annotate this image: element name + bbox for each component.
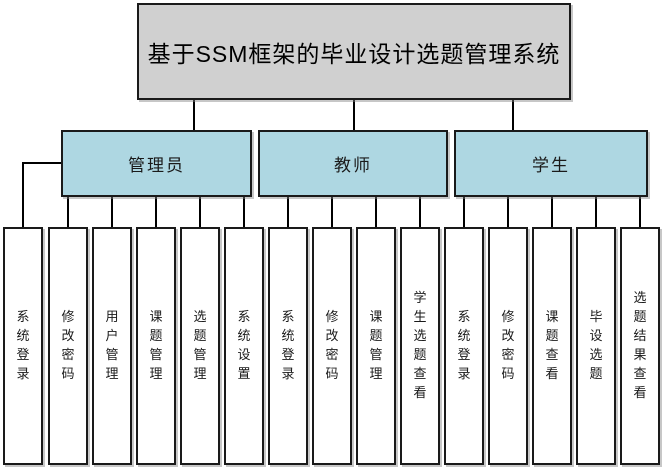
leaf-label: 课题管理 — [149, 309, 163, 381]
leaf-admin-selection-management: 选题管理 — [180, 227, 220, 465]
leaf-label: 选题结果查看 — [633, 290, 647, 400]
leaf-teacher-topic-management: 课题管理 — [356, 227, 396, 465]
group-box-student: 学生 — [454, 130, 648, 197]
leaf-student-selection-result-view: 选题结果查看 — [620, 227, 660, 465]
leaf-label: 系统登录 — [16, 309, 30, 381]
leaf-admin-change-password: 修改密码 — [48, 227, 88, 465]
leaf-label: 课题管理 — [369, 309, 383, 381]
leaf-label: 学生选题查看 — [413, 290, 427, 400]
group-box-teacher: 教师 — [258, 130, 448, 197]
leaf-label: 系统设置 — [237, 309, 251, 381]
leaf-teacher-system-login: 系统登录 — [268, 227, 308, 465]
leaf-admin-system-settings: 系统设置 — [224, 227, 264, 465]
leaf-label: 用户管理 — [105, 309, 119, 381]
leaf-label: 系统登录 — [457, 309, 471, 381]
group-box-administrator: 管理员 — [61, 130, 252, 197]
leaf-label: 修改密码 — [61, 309, 75, 381]
leaf-admin-system-login: 系统登录 — [3, 227, 43, 465]
leaf-label: 系统登录 — [281, 309, 295, 381]
leaf-student-graduation-topic-selection: 毕设选题 — [576, 227, 616, 465]
system-title-box: 基于SSM框架的毕业设计选题管理系统 — [137, 3, 571, 100]
leaf-student-topic-view: 课题查看 — [532, 227, 572, 465]
leaf-admin-topic-management: 课题管理 — [136, 227, 176, 465]
leaf-label: 修改密码 — [501, 309, 515, 381]
leaf-student-change-password: 修改密码 — [488, 227, 528, 465]
leaf-teacher-change-password: 修改密码 — [312, 227, 352, 465]
leaf-label: 修改密码 — [325, 309, 339, 381]
leaf-label: 课题查看 — [545, 309, 559, 381]
leaf-student-system-login: 系统登录 — [444, 227, 484, 465]
leaf-label: 毕设选题 — [589, 309, 603, 381]
leaf-teacher-student-selection-view: 学生选题查看 — [400, 227, 440, 465]
leaf-label: 选题管理 — [193, 309, 207, 381]
leaf-admin-user-management: 用户管理 — [92, 227, 132, 465]
